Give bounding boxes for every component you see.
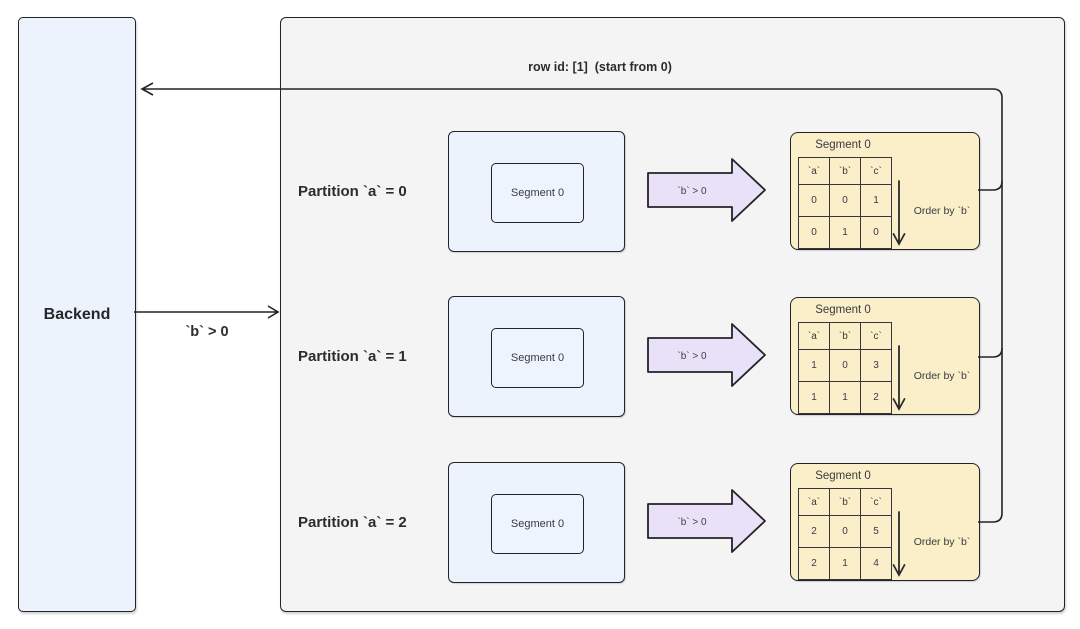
filter-arrow-label: `b` > 0 bbox=[677, 516, 707, 528]
return-arrow-label: row id: [1] (start from 0) bbox=[528, 60, 672, 74]
table-cell: 0 bbox=[829, 515, 861, 548]
partition-box: Segment 0 bbox=[448, 296, 625, 417]
forward-arrow-label: `b` > 0 bbox=[185, 324, 229, 340]
table-header-row: `a` `b` `c` bbox=[798, 322, 892, 350]
table-cell: 0 bbox=[798, 216, 830, 249]
table-cell: 1 bbox=[829, 381, 861, 414]
order-by-label: Order by `b` bbox=[913, 370, 971, 382]
table-row: 0 1 0 bbox=[798, 216, 892, 249]
filter-arrow: `b` > 0 bbox=[647, 489, 766, 553]
result-segment-title: Segment 0 bbox=[815, 470, 871, 482]
partition-box: Segment 0 bbox=[448, 131, 625, 252]
table-cell: 1 bbox=[798, 381, 830, 414]
table-cell: 5 bbox=[860, 515, 892, 548]
segment-box: Segment 0 bbox=[491, 328, 584, 388]
table-cell: 1 bbox=[860, 184, 892, 217]
partition-box: Segment 0 bbox=[448, 462, 625, 583]
table-cell: 1 bbox=[798, 349, 830, 382]
partition-row: Partition `a` = 2 Segment 0 `b` > 0 Segm… bbox=[280, 462, 1063, 583]
down-arrow-icon bbox=[892, 345, 906, 411]
col-header: `c` bbox=[860, 157, 892, 185]
table-cell: 2 bbox=[860, 381, 892, 414]
order-by-label: Order by `b` bbox=[913, 536, 971, 548]
table-cell: 1 bbox=[829, 547, 861, 580]
partition-row: Partition `a` = 0 Segment 0 `b` > 0 Segm… bbox=[280, 131, 1063, 252]
table-cell: 0 bbox=[829, 184, 861, 217]
table-cell: 0 bbox=[798, 184, 830, 217]
segment-label: Segment 0 bbox=[510, 352, 565, 364]
table-cell: 4 bbox=[860, 547, 892, 580]
filter-arrow: `b` > 0 bbox=[647, 323, 766, 387]
segment-box: Segment 0 bbox=[491, 163, 584, 223]
segment-label: Segment 0 bbox=[510, 518, 565, 530]
table-row: 2 1 4 bbox=[798, 547, 892, 580]
result-segment-title: Segment 0 bbox=[815, 139, 871, 151]
segment-box: Segment 0 bbox=[491, 494, 584, 554]
table-cell: 1 bbox=[829, 216, 861, 249]
col-header: `b` bbox=[829, 322, 861, 350]
result-table: `a` `b` `c` 1 0 3 1 1 2 bbox=[798, 322, 892, 414]
table-row: 1 0 3 bbox=[798, 349, 892, 382]
backend-label: Backend bbox=[43, 305, 111, 323]
order-direction-arrow bbox=[892, 180, 906, 246]
forward-arrow-line bbox=[134, 305, 280, 319]
result-segment-box: Segment 0 `a` `b` `c` 1 0 3 1 1 2 bbox=[790, 297, 980, 415]
table-cell: 3 bbox=[860, 349, 892, 382]
table-cell: 0 bbox=[860, 216, 892, 249]
table-cell: 2 bbox=[798, 515, 830, 548]
partition-row: Partition `a` = 1 Segment 0 `b` > 0 Segm… bbox=[280, 296, 1063, 417]
order-direction-arrow bbox=[892, 345, 906, 411]
table-cell: 2 bbox=[798, 547, 830, 580]
table-header-row: `a` `b` `c` bbox=[798, 488, 892, 516]
result-segment-title: Segment 0 bbox=[815, 304, 871, 316]
segment-label: Segment 0 bbox=[510, 187, 565, 199]
filter-arrow-label: `b` > 0 bbox=[677, 350, 707, 362]
table-row: 1 1 2 bbox=[798, 381, 892, 414]
order-direction-arrow bbox=[892, 511, 906, 577]
col-header: `c` bbox=[860, 488, 892, 516]
table-header-row: `a` `b` `c` bbox=[798, 157, 892, 185]
result-table: `a` `b` `c` 2 0 5 2 1 4 bbox=[798, 488, 892, 580]
col-header: `a` bbox=[798, 157, 830, 185]
table-row: 2 0 5 bbox=[798, 515, 892, 548]
backend-box: Backend bbox=[18, 17, 136, 612]
result-segment-box: Segment 0 `a` `b` `c` 2 0 5 2 1 4 bbox=[790, 463, 980, 581]
col-header: `b` bbox=[829, 488, 861, 516]
col-header: `a` bbox=[798, 488, 830, 516]
result-segment-box: Segment 0 `a` `b` `c` 0 0 1 0 1 0 bbox=[790, 132, 980, 250]
result-table: `a` `b` `c` 0 0 1 0 1 0 bbox=[798, 157, 892, 249]
col-header: `c` bbox=[860, 322, 892, 350]
col-header: `b` bbox=[829, 157, 861, 185]
partition-label: Partition `a` = 2 bbox=[298, 513, 407, 531]
table-cell: 0 bbox=[829, 349, 861, 382]
down-arrow-icon bbox=[892, 180, 906, 246]
table-row: 0 0 1 bbox=[798, 184, 892, 217]
filter-arrow: `b` > 0 bbox=[647, 158, 766, 222]
down-arrow-icon bbox=[892, 511, 906, 577]
partition-label: Partition `a` = 0 bbox=[298, 182, 407, 200]
partition-label: Partition `a` = 1 bbox=[298, 347, 407, 365]
order-by-label: Order by `b` bbox=[913, 205, 971, 217]
filter-arrow-label: `b` > 0 bbox=[677, 185, 707, 197]
col-header: `a` bbox=[798, 322, 830, 350]
